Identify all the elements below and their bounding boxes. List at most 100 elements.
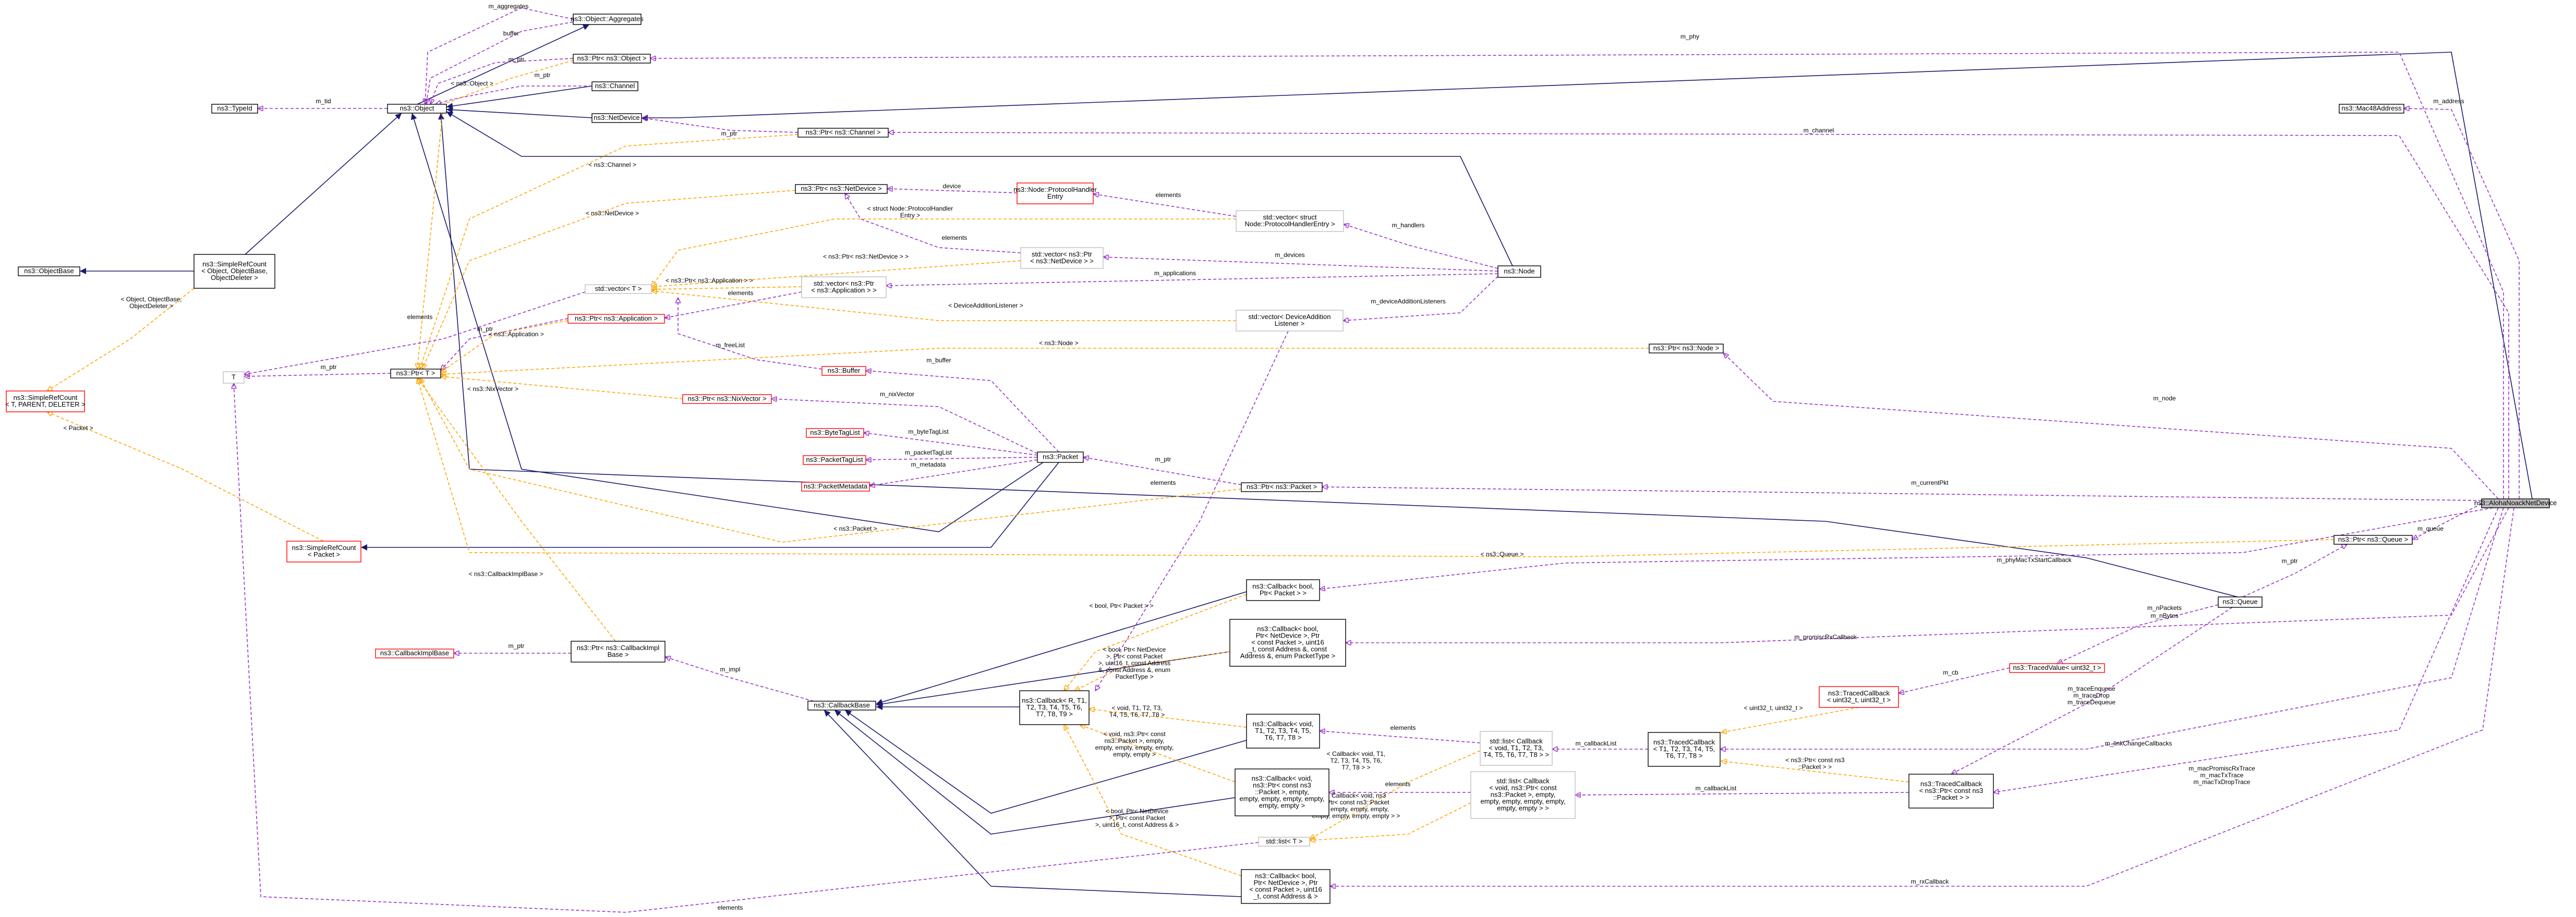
class-node-box bbox=[807, 701, 876, 711]
class-node-ptrnode[interactable]: ns3::Ptr< ns3::Node > bbox=[1649, 344, 1724, 353]
class-node-label: ns3::Node bbox=[1504, 267, 1534, 275]
class-node-label: ns3::TypeId bbox=[217, 104, 252, 112]
class-node-packetmeta[interactable]: ns3::PacketMetadata bbox=[801, 482, 870, 492]
class-node-aggregates[interactable]: ns3::Object::Aggregates bbox=[571, 14, 644, 25]
edge-label: m_deviceAdditionListeners bbox=[1371, 298, 1445, 305]
class-node-label: ns3::SimpleRefCount bbox=[202, 260, 267, 268]
edge-label: PacketType > bbox=[1115, 673, 1153, 680]
class-node-mac48[interactable]: ns3::Mac48Address bbox=[2339, 104, 2404, 114]
edge-label: m_ptr bbox=[721, 130, 737, 137]
edge-label: T4, T5, T6, T7, T8 > bbox=[1109, 711, 1165, 718]
class-node-cbboolptr[interactable]: ns3::Callback< bool,Ptr< Packet > > bbox=[1246, 579, 1320, 601]
class-node-ptrchannel[interactable]: ns3::Ptr< ns3::Channel > bbox=[797, 128, 889, 138]
class-node-label: ns3::Node::ProtocolHandler bbox=[1013, 186, 1097, 193]
class-node-cbimplbase[interactable]: ns3::CallbackImplBase bbox=[375, 649, 454, 658]
class-node-typeid[interactable]: ns3::TypeId bbox=[211, 104, 258, 114]
class-node-label: ns3::Callback< R, T1, bbox=[1022, 696, 1086, 704]
class-node-label: ns3::Callback< bool, bbox=[1257, 625, 1318, 633]
class-node-box bbox=[390, 369, 441, 378]
class-node-callbackbase[interactable]: ns3::CallbackBase bbox=[807, 701, 876, 711]
class-node-vecproto[interactable]: std::vector< structNode::ProtocolHandler… bbox=[1236, 210, 1344, 232]
class-node-label: ns3::Ptr< ns3::Node > bbox=[1653, 344, 1719, 352]
class-node-ptrpacket[interactable]: ns3::Ptr< ns3::Packet > bbox=[1241, 482, 1323, 492]
edge-label: < ns3::Object > bbox=[451, 80, 493, 87]
class-node-protoentry[interactable]: ns3::Node::ProtocolHandlerEntry bbox=[1013, 182, 1097, 204]
edge-label: elements bbox=[407, 313, 433, 321]
class-node-box bbox=[1648, 732, 1721, 767]
edge-label: < Callback< void, T1, bbox=[1327, 750, 1386, 757]
template-edge-ptrnetdevice-ptrT bbox=[422, 190, 796, 369]
usage-edge-aloha-cbboolnetdev bbox=[1346, 507, 2509, 643]
edge-label: ::Ptr< const ns3::Packet bbox=[1323, 799, 1389, 806]
edge-label: < ns3::CallbackImplBase > bbox=[469, 570, 543, 578]
usage-edge-node-vecdal bbox=[1343, 276, 1498, 321]
edge-label: m_traceDequeue bbox=[2067, 699, 2115, 706]
class-node-netdevice[interactable]: ns3::NetDevice bbox=[591, 113, 642, 123]
class-node-listcbpkt[interactable]: std::list< Callback< void, ns3::Ptr< con… bbox=[1470, 771, 1576, 819]
class-node-cbboolptrnd[interactable]: ns3::Callback< bool,Ptr< NetDevice >, Pt… bbox=[1241, 869, 1331, 904]
class-node-objectbase[interactable]: ns3::ObjectBase bbox=[18, 266, 80, 276]
class-node-ptrnixvector[interactable]: ns3::Ptr< ns3::NixVector > bbox=[682, 394, 772, 404]
class-node-node[interactable]: ns3::Node bbox=[1497, 265, 1541, 278]
class-node-cbboolnetdev[interactable]: ns3::Callback< bool,Ptr< NetDevice >, Pt… bbox=[1229, 619, 1346, 667]
class-node-box bbox=[682, 394, 772, 404]
class-node-box bbox=[567, 314, 665, 324]
class-node-vecT[interactable]: std::vector< T > bbox=[585, 284, 652, 294]
edge-label: < Packet > bbox=[63, 424, 93, 432]
class-node-ptrqueue[interactable]: ns3::Ptr< ns3::Queue > bbox=[2333, 535, 2413, 545]
class-node-channel[interactable]: ns3::Channel bbox=[591, 81, 638, 91]
class-node-packet[interactable]: ns3::Packet bbox=[1037, 451, 1084, 463]
class-node-simplerefobj[interactable]: ns3::SimpleRefCount< Object, ObjectBase,… bbox=[193, 254, 275, 289]
class-node-box bbox=[1236, 210, 1344, 232]
class-node-label: Listener > bbox=[1275, 320, 1304, 327]
edge-label: m_promiscRxCallback bbox=[1794, 633, 1857, 641]
class-node-box bbox=[1480, 731, 1553, 766]
class-node-listcbvoid[interactable]: std::list< Callback< void, T1, T2, T3,T4… bbox=[1480, 731, 1553, 766]
class-node-simplerefT[interactable]: ns3::SimpleRefCount< T, PARENT, DELETER … bbox=[5, 390, 86, 412]
class-node-buffer[interactable]: ns3::Buffer bbox=[821, 366, 866, 376]
usage-edge-vecT-T bbox=[244, 291, 586, 374]
class-node-listT[interactable]: std::list< T > bbox=[1258, 837, 1310, 847]
template-edge-cbboolptr-cbRT bbox=[1064, 594, 1247, 691]
inheritance-edge-packet-object bbox=[410, 113, 1044, 532]
edge-label: &, const Address &, enum bbox=[1098, 666, 1170, 674]
usage-edge-aggregates-object bbox=[425, 7, 574, 104]
class-node-vecdal[interactable]: std::vector< DeviceAdditionListener > bbox=[1236, 310, 1344, 332]
template-edge-cbvoidpkt-cbRT bbox=[1080, 725, 1236, 782]
class-node-box bbox=[591, 81, 638, 91]
class-node-ptrcbimpl[interactable]: ns3::Ptr< ns3::CallbackImplBase > bbox=[571, 641, 666, 663]
class-node-bytetag[interactable]: ns3::ByteTagList bbox=[806, 428, 864, 438]
class-node-box bbox=[1246, 714, 1320, 749]
class-node-simplerefpkt[interactable]: ns3::SimpleRefCount< Packet > bbox=[286, 541, 361, 563]
edge-label: m_nixVector bbox=[880, 390, 914, 398]
usage-edge-aloha-mac48 bbox=[2404, 108, 2520, 499]
class-node-box bbox=[1017, 182, 1094, 204]
class-node-tracedcbT[interactable]: ns3::TracedCallback< T1, T2, T3, T4, T5,… bbox=[1648, 732, 1721, 767]
class-node-ptrT[interactable]: ns3::Ptr< T > bbox=[390, 369, 441, 378]
class-node-ptrnetdevice[interactable]: ns3::Ptr< ns3::NetDevice > bbox=[795, 184, 888, 194]
class-node-packettag[interactable]: ns3::PacketTagList bbox=[803, 455, 866, 465]
class-node-cbRT[interactable]: ns3::Callback< R, T1,T2, T3, T4, T5, T6,… bbox=[1019, 690, 1090, 725]
class-node-box bbox=[2218, 596, 2263, 608]
usage-edge-node-vecproto bbox=[1344, 224, 1498, 269]
class-node-cbvoidT[interactable]: ns3::Callback< void,T1, T2, T3, T4, T5,T… bbox=[1246, 714, 1320, 749]
class-node-ptrobject[interactable]: ns3::Ptr< ns3::Object > bbox=[573, 54, 651, 64]
class-node-aloha[interactable]: ns3::AlohaNoackNetDevice bbox=[2474, 498, 2557, 508]
class-node-T[interactable]: T bbox=[223, 371, 245, 384]
class-node-tracedcbpkt[interactable]: ns3::TracedCallback< ns3::Ptr< const ns3… bbox=[1908, 774, 1994, 809]
class-node-box bbox=[1241, 482, 1323, 492]
class-node-tracedcbu32[interactable]: ns3::TracedCallback< uint32_t, uint32_t … bbox=[1819, 686, 1899, 708]
class-node-tracedvalue[interactable]: ns3::TracedValue< uint32_t > bbox=[2009, 663, 2105, 673]
class-node-box bbox=[1019, 690, 1090, 725]
usage-edge-aloha-tracedcbpkt bbox=[1993, 507, 2499, 792]
class-node-vecptrnetdev[interactable]: std::vector< ns3::Ptr< ns3::NetDevice > … bbox=[1020, 247, 1104, 269]
class-node-vecptrapp[interactable]: std::vector< ns3::Ptr< ns3::Application … bbox=[801, 276, 887, 298]
class-node-queue[interactable]: ns3::Queue bbox=[2218, 596, 2263, 608]
edge-label: m_devices bbox=[1275, 251, 1304, 259]
class-node-ptrapp[interactable]: ns3::Ptr< ns3::Application > bbox=[567, 314, 665, 324]
class-node-object[interactable]: ns3::Object bbox=[387, 104, 447, 114]
class-node-label: ns3::PacketMetadata bbox=[804, 482, 868, 490]
class-node-cbvoidpkt[interactable]: ns3::Callback< void,ns3::Ptr< const ns3:… bbox=[1235, 768, 1329, 816]
class-node-label: ns3::Ptr< T > bbox=[396, 369, 436, 377]
